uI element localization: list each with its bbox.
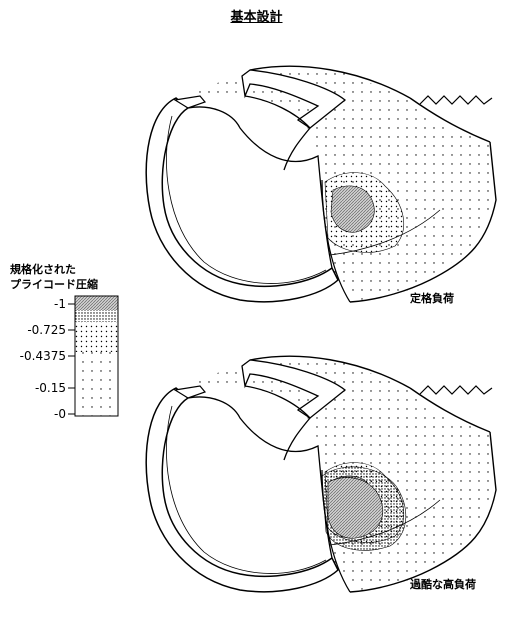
legend-tick-4: -0.15 (34, 381, 66, 395)
tire-rated-load (145, 65, 497, 303)
tire-severe-load (145, 355, 497, 593)
figure-title: 基本設計 (230, 10, 283, 25)
legend-tick-1: -1 (54, 297, 66, 311)
legend-title-line1: 規格化された (10, 263, 76, 276)
legend-tick-2: -0.725 (27, 323, 66, 337)
legend-tick-3: -0.4375 (19, 349, 66, 363)
legend-title-line2: プライコード圧縮 (10, 278, 98, 291)
panel-label-severe-load: 過酷な高負荷 (410, 578, 476, 591)
legend-title: 規格化された プライコード圧縮 (10, 262, 98, 292)
legend-colorbar (68, 295, 119, 417)
legend-tick-5: -0 (54, 407, 66, 421)
panel-label-rated-load: 定格負荷 (410, 292, 454, 305)
